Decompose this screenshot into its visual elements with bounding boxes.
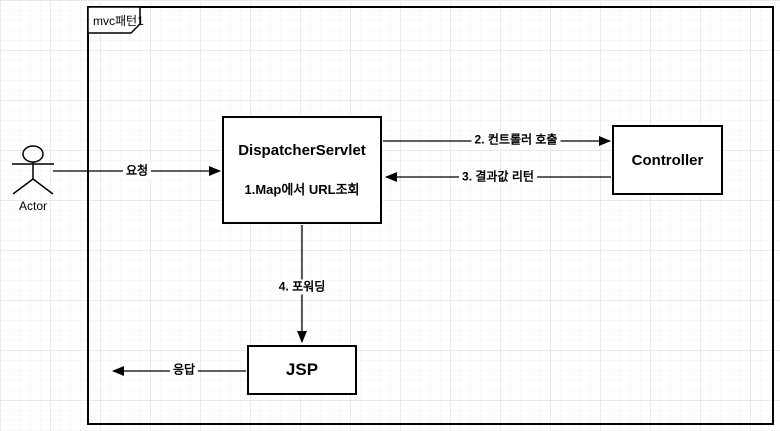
edge-label-response: 응답 xyxy=(169,362,199,378)
edge-label-controller-call: 2. 컨트롤러 호출 xyxy=(471,132,561,148)
edge-label-request: 요청 xyxy=(122,163,152,179)
actor-figure xyxy=(12,145,54,195)
frame-title: mvc패턴1 xyxy=(93,14,144,28)
node-jsp: JSP xyxy=(247,345,357,395)
node-dispatcher-servlet: DispatcherServlet 1.Map에서 URL조회 xyxy=(222,116,382,224)
dispatcher-servlet-subtitle: 1.Map에서 URL조회 xyxy=(244,182,360,197)
actor-label: Actor xyxy=(18,199,48,213)
edge-label-forwarding: 4. 포워딩 xyxy=(275,279,329,295)
actor-leg-right xyxy=(32,178,54,195)
actor-leg-left xyxy=(12,178,34,195)
node-controller: Controller xyxy=(612,125,723,195)
jsp-label: JSP xyxy=(285,360,319,379)
actor-head xyxy=(22,145,44,163)
dispatcher-servlet-title: DispatcherServlet xyxy=(238,142,366,159)
controller-label: Controller xyxy=(631,151,704,169)
edge-label-result-return: 3. 결과값 리턴 xyxy=(459,169,537,185)
uml-frame-border xyxy=(87,6,774,425)
